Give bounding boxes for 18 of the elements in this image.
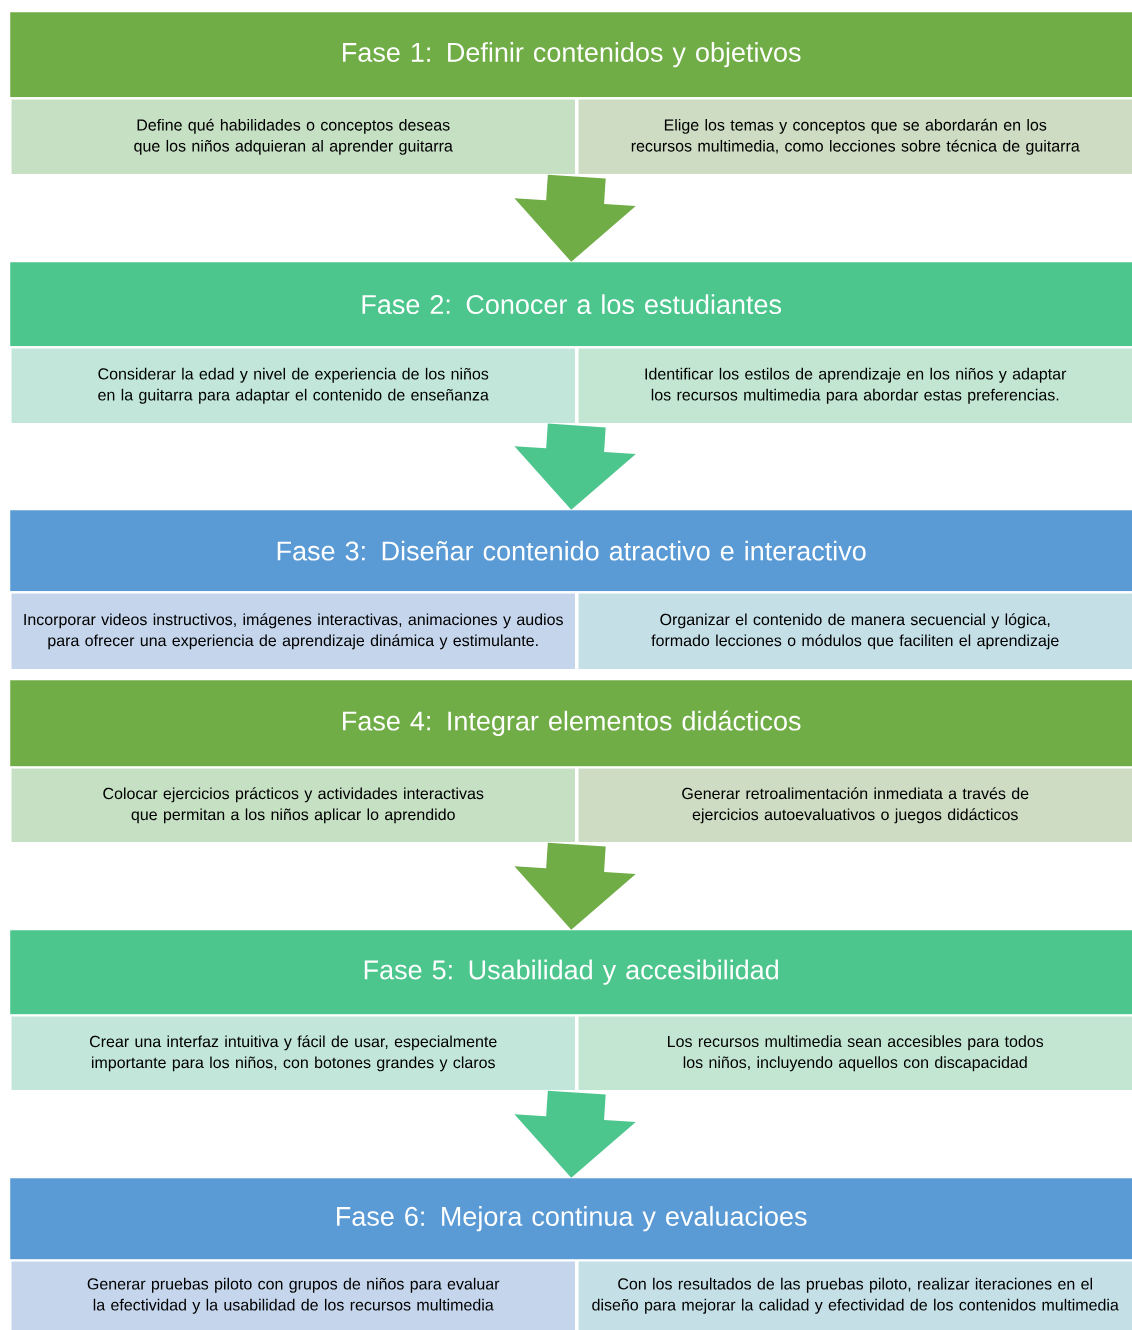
text-box: Con los resultados de las pruebas piloto, realizar iteraciones en el diseño para mejorar la calidad y efectividad de los contenidos multimedia [577, 1260, 1132, 1330]
text-box: Generar retroalimentación inmediata a través de ejercicios autoevaluativos o juegos didácticos [577, 767, 1132, 844]
text-box: Colocar ejercicios prácticos y actividades interactivas que permitan a los niños aplicar lo aprendido [10, 767, 577, 844]
text-box: Considerar la edad y nivel de experiencia de los niños en la guitarra para adaptar el contenido de enseñanza [10, 347, 577, 425]
phase-header: Fase 6: Mejora continua y evaluacioes [10, 1178, 1132, 1260]
phase-header: Fase 2: Conocer a los estudiantes [10, 262, 1132, 347]
phase-header: Fase 1: Definir contenidos y objetivos [10, 12, 1132, 98]
text-box: Organizar el contenido de manera secuencial y lógica, formado lecciones o módulos que faciliten el aprendizaje [577, 592, 1132, 671]
text-box: Elige los temas y conceptos que se abordarán en los recursos multimedia, como lecciones sobre técnica de guitarra [577, 98, 1132, 176]
text-box: Crear una interfaz intuitiva y fácil de usar, especialmente importante para los niños, con botones grandes y claros [10, 1015, 577, 1092]
text-box: Los recursos multimedia sean accesibles para todos los niños, incluyendo aquellos con discapacidad [577, 1015, 1132, 1092]
text-box: Generar pruebas piloto con grupos de niños para evaluar la efectividad y la usabilidad de los recursos multimedia [10, 1260, 577, 1330]
phase-header: Fase 3: Diseñar contenido atractivo e interactivo [10, 510, 1132, 592]
text-box: Identificar los estilos de aprendizaje en los niños y adaptar los recursos multimedia para abordar estas preferencias. [577, 347, 1132, 425]
text-box: Define qué habilidades o conceptos deseas que los niños adquieran al aprender guitarra [10, 98, 577, 176]
phase-header: Fase 5: Usabilidad y accesibilidad [10, 930, 1132, 1015]
text-box: Incorporar videos instructivos, imágenes interactivas, animaciones y audios para ofrecer una experiencia de aprendizaje dinámica y estimulante. [10, 592, 577, 671]
phase-header: Fase 4: Integrar elementos didácticos [10, 680, 1132, 767]
